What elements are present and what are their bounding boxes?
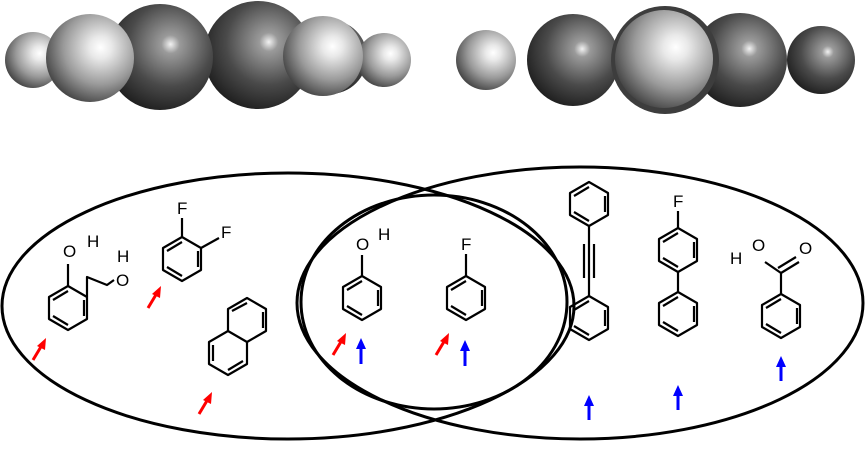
- right-molecule-model: [456, 6, 855, 114]
- atom-labels: O H H O F F O H F F H O O: [63, 192, 812, 290]
- 1-2-difluorobenzene: [161, 218, 220, 283]
- fluorobenzene: [445, 254, 487, 322]
- atom-label: F: [177, 199, 187, 218]
- atom-label: O: [752, 236, 765, 255]
- intersection-ellipse: [299, 193, 569, 411]
- red-arrow: [197, 392, 212, 415]
- sphere: [46, 14, 134, 102]
- blue-arrows: [356, 338, 786, 420]
- sphere: [107, 4, 213, 110]
- atom-label: F: [221, 223, 231, 242]
- red-arrow: [434, 333, 449, 356]
- sphere: [204, 1, 312, 109]
- right-set-ellipse: [295, 165, 865, 441]
- atom-label: H: [117, 247, 129, 266]
- red-arrows: [31, 286, 449, 415]
- atom-label: H: [730, 249, 742, 268]
- atom-label: O: [116, 271, 129, 290]
- red-arrow: [331, 333, 346, 356]
- sphere: [615, 10, 713, 108]
- atom-label: O: [356, 235, 369, 254]
- red-arrow: [146, 286, 161, 309]
- blue-arrow: [584, 395, 594, 420]
- 4-fluorobiphenyl: [657, 211, 699, 338]
- blue-arrow: [356, 338, 366, 364]
- catechol: [47, 264, 115, 332]
- sphere: [456, 30, 516, 90]
- sphere: [693, 13, 787, 107]
- left-set-ellipse: [0, 171, 576, 441]
- molecules: [47, 180, 802, 377]
- blue-arrow: [673, 385, 683, 410]
- atom-label: F: [461, 235, 471, 254]
- atom-label: O: [63, 242, 76, 261]
- diphenylacetylene: [568, 180, 610, 342]
- red-arrow: [31, 338, 46, 361]
- sphere: [357, 33, 411, 87]
- atom-label: H: [378, 225, 390, 244]
- atom-label: F: [673, 192, 683, 211]
- blue-arrow: [460, 340, 470, 366]
- atom-label: H: [87, 232, 99, 251]
- blue-arrow: [776, 356, 786, 381]
- sphere: [527, 14, 619, 106]
- benzoic-acid: [760, 256, 802, 340]
- sphere: [5, 32, 61, 88]
- naphthalene: [207, 296, 268, 377]
- venn-diagram: [0, 165, 865, 441]
- left-molecule-model: [5, 1, 411, 110]
- sphere: [283, 16, 363, 96]
- atom-label: O: [799, 239, 812, 258]
- phenol: [341, 255, 383, 322]
- sphere: [787, 26, 855, 94]
